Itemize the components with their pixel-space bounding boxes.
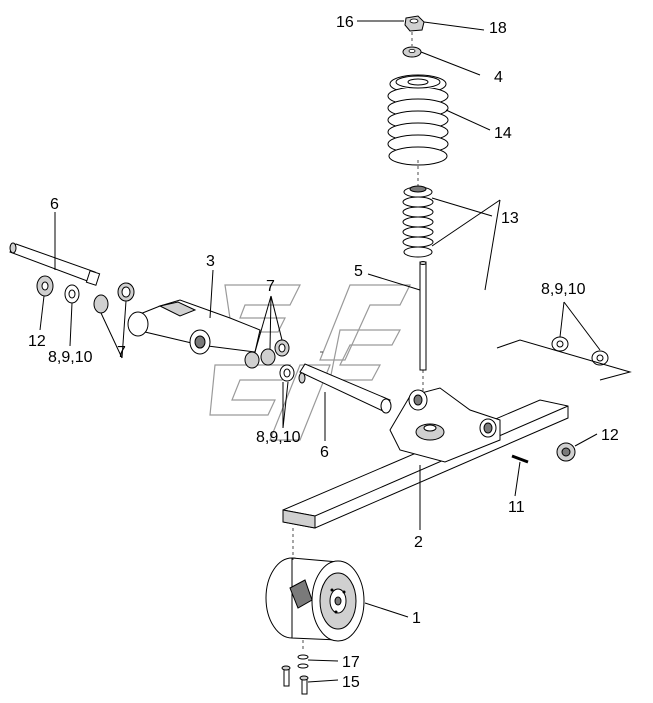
middle-bushings — [244, 339, 290, 369]
main-coil-spring — [387, 74, 449, 166]
callout-3: 3 — [206, 253, 215, 270]
callout-6-top: 6 — [50, 196, 59, 213]
roller-wheel — [265, 557, 365, 642]
callout-14: 14 — [494, 125, 512, 142]
callout-18: 18 — [489, 20, 507, 37]
callout-16: 16 — [336, 14, 354, 31]
left-washer-ring — [36, 275, 54, 297]
right-washers — [551, 336, 609, 366]
long-axle-shaft — [9, 242, 101, 286]
callout-12-left: 12 — [28, 333, 46, 350]
right-nut — [556, 442, 576, 462]
mounting-bolts — [281, 665, 309, 695]
watermark-logo — [209, 284, 411, 441]
callout-17: 17 — [342, 654, 360, 671]
inner-coil-spring — [402, 185, 434, 258]
callout-7-left: 7 — [117, 344, 126, 361]
callout-6-bottom: 6 — [320, 444, 329, 461]
left-bushings — [93, 282, 135, 314]
callout-7-middle: 7 — [266, 278, 275, 295]
lower-pivot-shaft — [298, 363, 392, 414]
callout-labels: 16 18 4 14 13 5 8,9,10 6 3 7 12 8,9,10 7… — [28, 14, 619, 691]
leader-lines — [39, 20, 632, 683]
middle-washer — [279, 364, 295, 382]
callout-1: 1 — [412, 610, 421, 627]
bolt-washers — [297, 654, 309, 669]
assembly-guides — [292, 32, 424, 652]
callout-8-9-10-left: 8,9,10 — [48, 349, 93, 366]
callout-5: 5 — [354, 263, 363, 280]
callout-4: 4 — [494, 69, 503, 86]
callout-15: 15 — [342, 674, 360, 691]
callout-13: 13 — [501, 210, 519, 227]
callout-2: 2 — [414, 534, 423, 551]
spring-rod — [419, 261, 427, 371]
callout-11: 11 — [508, 499, 525, 516]
left-spacer-washer — [64, 284, 80, 304]
callout-8-9-10-bottom: 8,9,10 — [256, 429, 301, 446]
callout-8-9-10-right: 8,9,10 — [541, 281, 586, 298]
pivot-arm — [127, 299, 261, 355]
nut-part — [404, 15, 425, 32]
lock-pin — [511, 454, 529, 464]
frame-beam — [282, 387, 569, 529]
callout-12-right: 12 — [601, 427, 619, 444]
washer-part — [402, 46, 422, 58]
